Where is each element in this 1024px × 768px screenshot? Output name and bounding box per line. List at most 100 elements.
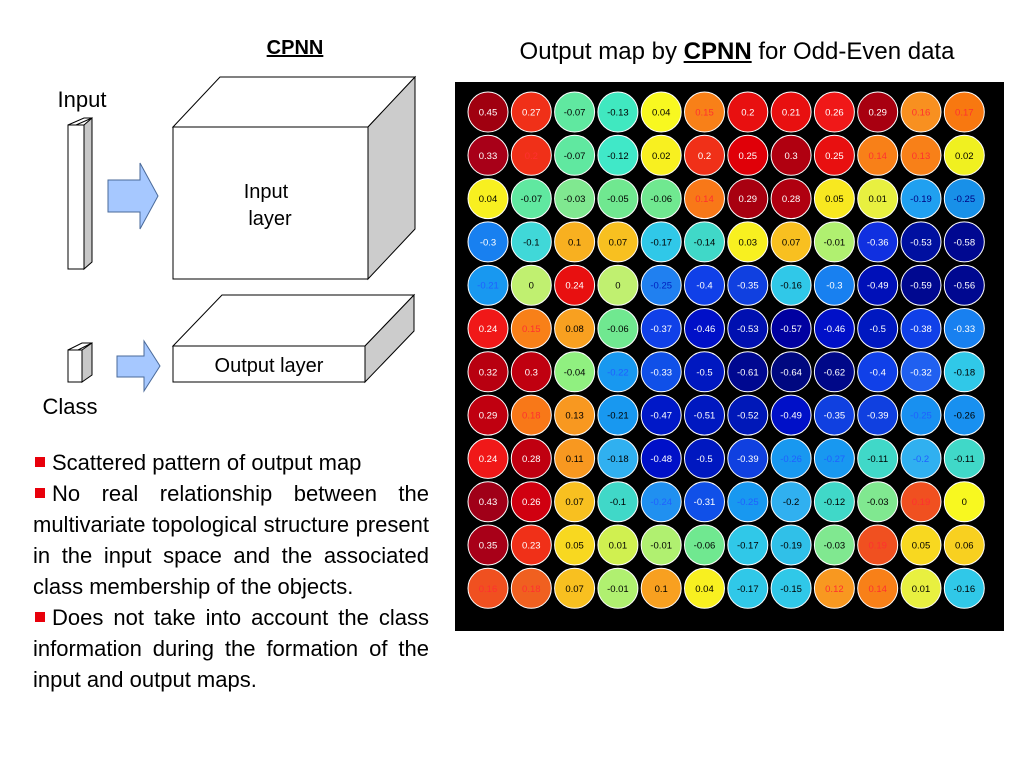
map-cell-value: -0.47 [650, 411, 672, 422]
map-cell-value: 0.05 [912, 541, 931, 552]
map-cell-value: -0.11 [867, 454, 888, 465]
map-cell [857, 178, 899, 220]
map-cell-value: 0.32 [479, 367, 498, 378]
map-cell [857, 221, 899, 263]
map-cell [770, 91, 812, 133]
map-cell [900, 567, 942, 609]
input-layer-line1: Input [244, 181, 289, 203]
map-cell [597, 91, 639, 133]
map-cell [597, 567, 639, 609]
input-arrow-icon [107, 162, 159, 230]
map-cell [684, 134, 725, 176]
map-cell [857, 394, 899, 436]
map-cell-value: -0.07 [564, 108, 586, 119]
map-cell-value: 0.26 [825, 108, 844, 119]
bullet-text: Does not take into account the class inf… [33, 605, 429, 692]
map-cell-value: 0.03 [739, 237, 758, 248]
map-cell [770, 221, 812, 263]
map-cell [727, 134, 769, 176]
map-cell-value: -0.24 [650, 497, 672, 508]
map-cell [467, 264, 509, 306]
title-suffix: for Odd-Even data [751, 38, 955, 65]
map-cell-value: 0.14 [868, 151, 887, 162]
map-cell [813, 524, 855, 566]
map-cell-value: -0.2 [913, 454, 929, 465]
map-cell [597, 481, 639, 523]
map-cell-value: 0.07 [782, 237, 801, 248]
map-cell [813, 264, 855, 306]
map-cell-value: -0.18 [953, 367, 975, 378]
map-cell-value: 0.2 [741, 108, 754, 119]
map-cell-value: 0 [962, 497, 967, 508]
map-cell [640, 567, 682, 609]
map-cell-value: -0.13 [607, 108, 629, 119]
map-cell-value: -0.05 [607, 194, 629, 205]
bullet-item: No real relationship between the multiva… [33, 478, 429, 602]
map-cell [554, 524, 596, 566]
map-cell-value: -0.4 [870, 367, 886, 378]
map-cell-value: -0.03 [824, 541, 846, 552]
map-cell-value: -0.46 [824, 324, 846, 335]
map-cell [510, 481, 552, 523]
map-cell [597, 221, 639, 263]
map-cell-value: 0.02 [652, 151, 671, 162]
bullet-square-icon [35, 457, 45, 467]
map-cell [467, 524, 509, 566]
bullet-text: No real relationship between the multiva… [33, 481, 429, 599]
map-cell [813, 308, 855, 349]
map-cell [597, 394, 639, 436]
map-cell-value: -0.25 [910, 411, 932, 422]
map-cell-value: -0.04 [564, 367, 586, 378]
map-cell [857, 308, 899, 349]
map-cell-value: -0.17 [737, 584, 759, 595]
map-cell [684, 351, 725, 393]
cpnn-diagram: Input Input layer Output layer Class [42, 75, 417, 419]
map-cell [727, 481, 769, 523]
map-cell [684, 394, 725, 436]
map-cell-value: -0.12 [607, 151, 629, 162]
map-cell-value: 0.13 [565, 411, 584, 422]
map-cell [684, 308, 725, 349]
map-cell-value: 0.24 [565, 281, 584, 292]
map-cell [727, 437, 769, 479]
map-cell [900, 437, 942, 479]
map-cell [640, 351, 682, 393]
map-cell-value: 0.04 [479, 194, 498, 205]
map-cell [857, 264, 899, 306]
map-cell-value: -0.18 [607, 454, 629, 465]
map-cell-value: 0.28 [782, 194, 801, 205]
map-cell [467, 567, 509, 609]
map-cell-value: 0.35 [479, 541, 498, 552]
output-map-title: Output map by CPNN for Odd-Even data [472, 38, 1002, 66]
map-cell-value: -0.33 [650, 367, 672, 378]
map-cell [467, 178, 509, 220]
map-cell-value: 0.14 [695, 194, 714, 205]
bullet-square-icon [35, 488, 45, 498]
map-cell [640, 394, 682, 436]
map-cell [640, 134, 682, 176]
map-cell [813, 394, 855, 436]
map-cell [597, 134, 639, 176]
map-cell-value: -0.03 [564, 194, 586, 205]
map-cell-value: -0.56 [953, 281, 975, 292]
map-cell [900, 264, 942, 306]
map-cell [554, 437, 596, 479]
map-cell-value: 0.29 [868, 108, 887, 119]
map-cell-value: -0.49 [780, 411, 802, 422]
bullet-text: Scattered pattern of output map [52, 450, 362, 475]
map-cell-value: -0.03 [867, 497, 889, 508]
map-cell [684, 264, 725, 306]
class-vector-side [81, 342, 93, 383]
map-cell [727, 178, 769, 220]
map-cell-value: 0.04 [695, 584, 714, 595]
map-cell-value: 0.08 [565, 324, 584, 335]
map-cell [684, 437, 725, 479]
map-cell-value: 0.24 [479, 454, 498, 465]
map-cell-value: 0.27 [522, 108, 541, 119]
map-cell [900, 481, 942, 523]
map-cell [597, 178, 639, 220]
map-cell-value: -0.01 [824, 237, 846, 248]
map-cell [554, 567, 596, 609]
map-cell [900, 178, 942, 220]
map-cell-value: 0.15 [522, 324, 541, 335]
